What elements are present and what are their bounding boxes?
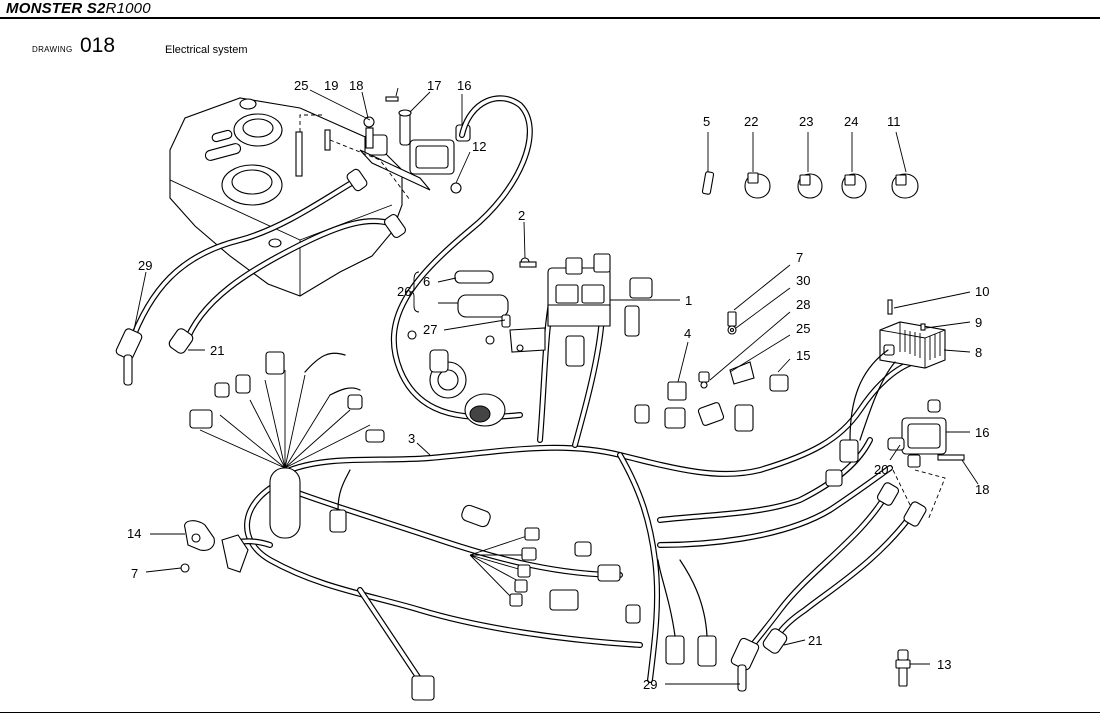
callout-25-top: 25 [294,78,308,93]
callout-29-top: 29 [138,258,152,273]
callout-17: 17 [427,78,441,93]
callout-5: 5 [703,114,710,129]
ht-lead-rear [115,168,407,386]
footer-rule [0,712,1100,713]
small-parts [701,171,919,199]
group-bracket-26 [409,271,420,313]
model-suffix: R1000 [105,0,151,17]
callout-9: 9 [975,315,982,330]
callout-1: 1 [685,293,692,308]
callout-7-right: 7 [796,250,803,265]
drawing-title: Electrical system [165,44,248,56]
callout-27: 27 [423,322,437,337]
header-rule [0,17,1100,19]
callout-30: 30 [796,273,810,288]
ignition-coil-front [295,96,471,201]
horn [407,330,506,427]
callout-20: 20 [874,462,888,477]
callout-10: 10 [975,284,989,299]
callout-3: 3 [408,431,415,446]
relay-and-clamps [667,311,755,401]
callout-25-right: 25 [796,321,810,336]
callout-21-top: 21 [210,343,224,358]
relay-fuse-box [454,253,653,367]
callout-14: 14 [127,526,141,541]
callout-labels: 25 19 18 17 16 12 2 29 21 26 6 27 1 3 5 … [127,78,989,692]
leader-lines [133,87,979,685]
callout-11: 11 [887,114,901,129]
callout-19: 19 [324,78,338,93]
callout-24: 24 [844,114,858,129]
spark-plug [895,649,911,687]
voltage-regulator [849,299,946,441]
callout-13: 13 [937,657,951,672]
callout-18-right: 18 [975,482,989,497]
callout-26: 26 [397,284,411,299]
drawing-label: DRAWING [32,45,73,54]
callout-15: 15 [796,348,810,363]
model-title: MONSTER S2R1000 [6,0,151,17]
callout-22: 22 [744,114,758,129]
callout-18-top: 18 [349,78,363,93]
callout-23: 23 [799,114,813,129]
callout-7-left: 7 [131,566,138,581]
callout-29-bottom: 29 [643,677,657,692]
ignition-coil-rear [730,399,965,692]
brand-name: MONSTER [6,0,83,17]
drawing-number: 018 [80,34,116,57]
callout-21-bottom: 21 [808,633,822,648]
side-stand-switch [180,520,249,573]
callout-16-right: 16 [975,425,989,440]
callout-12: 12 [472,139,486,154]
callout-2: 2 [518,208,525,223]
callout-4: 4 [684,326,691,341]
callout-6: 6 [423,274,430,289]
callout-28: 28 [796,297,810,312]
page-header: MONSTER S2R1000 [0,0,1110,20]
callout-8: 8 [975,345,982,360]
model-prefix: S2 [86,0,106,17]
callout-16-top: 16 [457,78,471,93]
